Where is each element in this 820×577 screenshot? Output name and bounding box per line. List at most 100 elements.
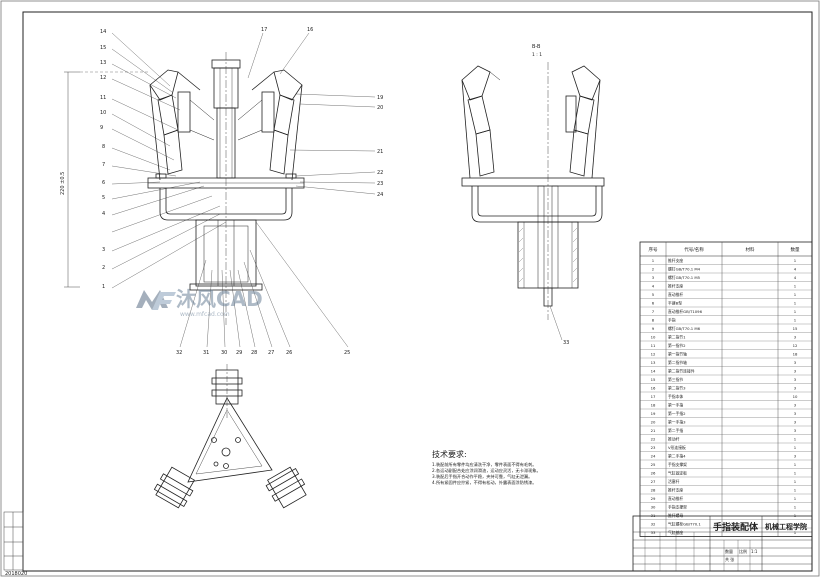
bom-cell: 1 [794, 318, 797, 323]
bom-cell: 第二手指4 [668, 454, 686, 459]
bom-cell: 14 [651, 369, 656, 374]
left-margin-table [3, 511, 24, 571]
balloon: 22 [377, 170, 383, 176]
balloon: 9 [100, 125, 103, 131]
bom-cell: 第二手指 [668, 428, 683, 433]
bom-cell: 3 [794, 420, 797, 425]
bom-cell: 3 [794, 377, 797, 382]
balloon: 15 [100, 45, 106, 51]
balloon: 2 [102, 265, 105, 271]
balloon: 4 [102, 211, 105, 217]
bom-cell: 推杆螺母 [668, 513, 683, 518]
bom-cell: 4 [794, 275, 797, 280]
bom-cell: 第一指节2 [668, 343, 686, 348]
tech-line: 1.装配前所有零件均应清洗干净，零件表面不得有毛刺。 [432, 461, 537, 468]
balloon: 16 [307, 27, 313, 33]
tech-heading: 技术要求: [432, 449, 467, 459]
bom-cell: 3 [794, 360, 797, 365]
side-view [461, 62, 605, 320]
bom-cell: 12 [651, 352, 656, 357]
bom-cell: 1 [794, 496, 797, 501]
balloon: 20 [377, 105, 383, 111]
bom-cell: 第二指节1 [668, 335, 686, 340]
bom-cell: 气缸螺栓GB/T70.1 [668, 522, 701, 527]
bom-cell: 平键B型 [668, 301, 682, 306]
tb-qty-label: 数量 [725, 548, 733, 554]
bom-header-cell: 代号/名称 [684, 246, 704, 253]
bom-cell: 手指支撑架 [668, 462, 687, 467]
balloon: 21 [377, 149, 383, 155]
bom-cell: 1 [794, 292, 797, 297]
bom-cell: 4 [652, 284, 655, 289]
balloon: 3 [102, 247, 105, 253]
watermark: 沐风CAD www.mfcad.com [136, 287, 263, 318]
bom-cell: 1 [794, 301, 797, 306]
tech-line: 2.各运动副配合处应涂润滑油，运动应灵活，无卡滞现象。 [432, 467, 541, 474]
balloon: 10 [100, 110, 106, 116]
bom-cell: 3 [794, 386, 797, 391]
top-view [153, 364, 307, 509]
overall-dimension: 220 ±0.5 [60, 172, 66, 195]
bom-cell: 6 [652, 301, 655, 306]
watermark-url: www.mfcad.com [180, 311, 230, 318]
bom-cell: 手指 [668, 318, 676, 323]
balloon: 6 [102, 180, 105, 186]
front-left-balloons: 14 15 13 12 11 10 9 8 7 6 5 4 3 2 1 17 1… [100, 27, 383, 356]
bom-cell: 直动推杆 [668, 496, 683, 501]
bom-cell: 1 [794, 513, 797, 518]
bom-cell: 23 [651, 445, 656, 450]
tb-scale-label: 比例 [739, 548, 747, 554]
bom-cell: 第一指节轴 [668, 352, 687, 357]
balloon: 14 [100, 29, 106, 35]
balloon: 5 [102, 195, 105, 201]
bom-cell: 9 [652, 326, 655, 331]
tb-sheet-label: 共 张 [725, 556, 734, 562]
title-block [632, 515, 813, 572]
bom-cell: 31 [651, 513, 656, 518]
bom-cell: 第一手指 [668, 403, 683, 408]
school-name: 机械工程学院 [765, 522, 807, 531]
balloon: 27 [268, 350, 274, 356]
balloon: 29 [236, 350, 242, 356]
bom-cell: 气缸基座 [668, 530, 683, 535]
bom-cell: 18 [793, 352, 798, 357]
bom-cell: 3 [794, 428, 797, 433]
bom-cell: 13 [651, 360, 656, 365]
bom-cell: 7 [652, 309, 655, 314]
bom-cell: 5 [652, 292, 655, 297]
balloon: 26 [286, 350, 292, 356]
balloon: 11 [100, 95, 106, 101]
bom-cell: 25 [651, 462, 656, 467]
balloon: 32 [176, 350, 182, 356]
bom-cell: 10 [793, 394, 798, 399]
bom-cell: 4 [794, 267, 797, 272]
bom-header-cell: 材料 [746, 246, 755, 253]
balloon: 28 [251, 350, 257, 356]
bom-cell: 11 [651, 343, 656, 348]
balloon: 33 [563, 340, 569, 346]
tech-line: 4.所有紧固件应拧紧，不得有松动，外露表面涂防锈漆。 [432, 479, 537, 486]
bom-cell: 2 [652, 267, 655, 272]
bom-cell: 22 [651, 437, 656, 442]
bom-cell: V形连接板 [668, 445, 686, 450]
bom-cell: 16 [651, 386, 656, 391]
bom-cell: 20 [651, 420, 656, 425]
bom-cell: 27 [651, 479, 656, 484]
bom-cell: 12 [793, 343, 798, 348]
bom-cell: 17 [651, 394, 656, 399]
bom-cell: 1 [652, 258, 655, 263]
bom-cell: 推杆支座 [668, 488, 683, 493]
bom-cell: 1 [794, 437, 797, 442]
bom-cell: 19 [651, 411, 656, 416]
bom-cell: 1 [794, 445, 797, 450]
balloon: 7 [102, 162, 105, 168]
bom-cell: 3 [794, 369, 797, 374]
bom-cell: 第二指节轴 [668, 360, 687, 365]
bom-cell: 1 [794, 488, 797, 493]
balloon: 1 [102, 284, 105, 290]
tech-requirements: 技术要求: 1.装配前所有零件均应清洗干净，零件表面不得有毛刺。 2.各运动副配… [432, 449, 541, 486]
bom-cell: 30 [651, 505, 656, 510]
drawing-title: 手指装配体 [713, 521, 759, 533]
